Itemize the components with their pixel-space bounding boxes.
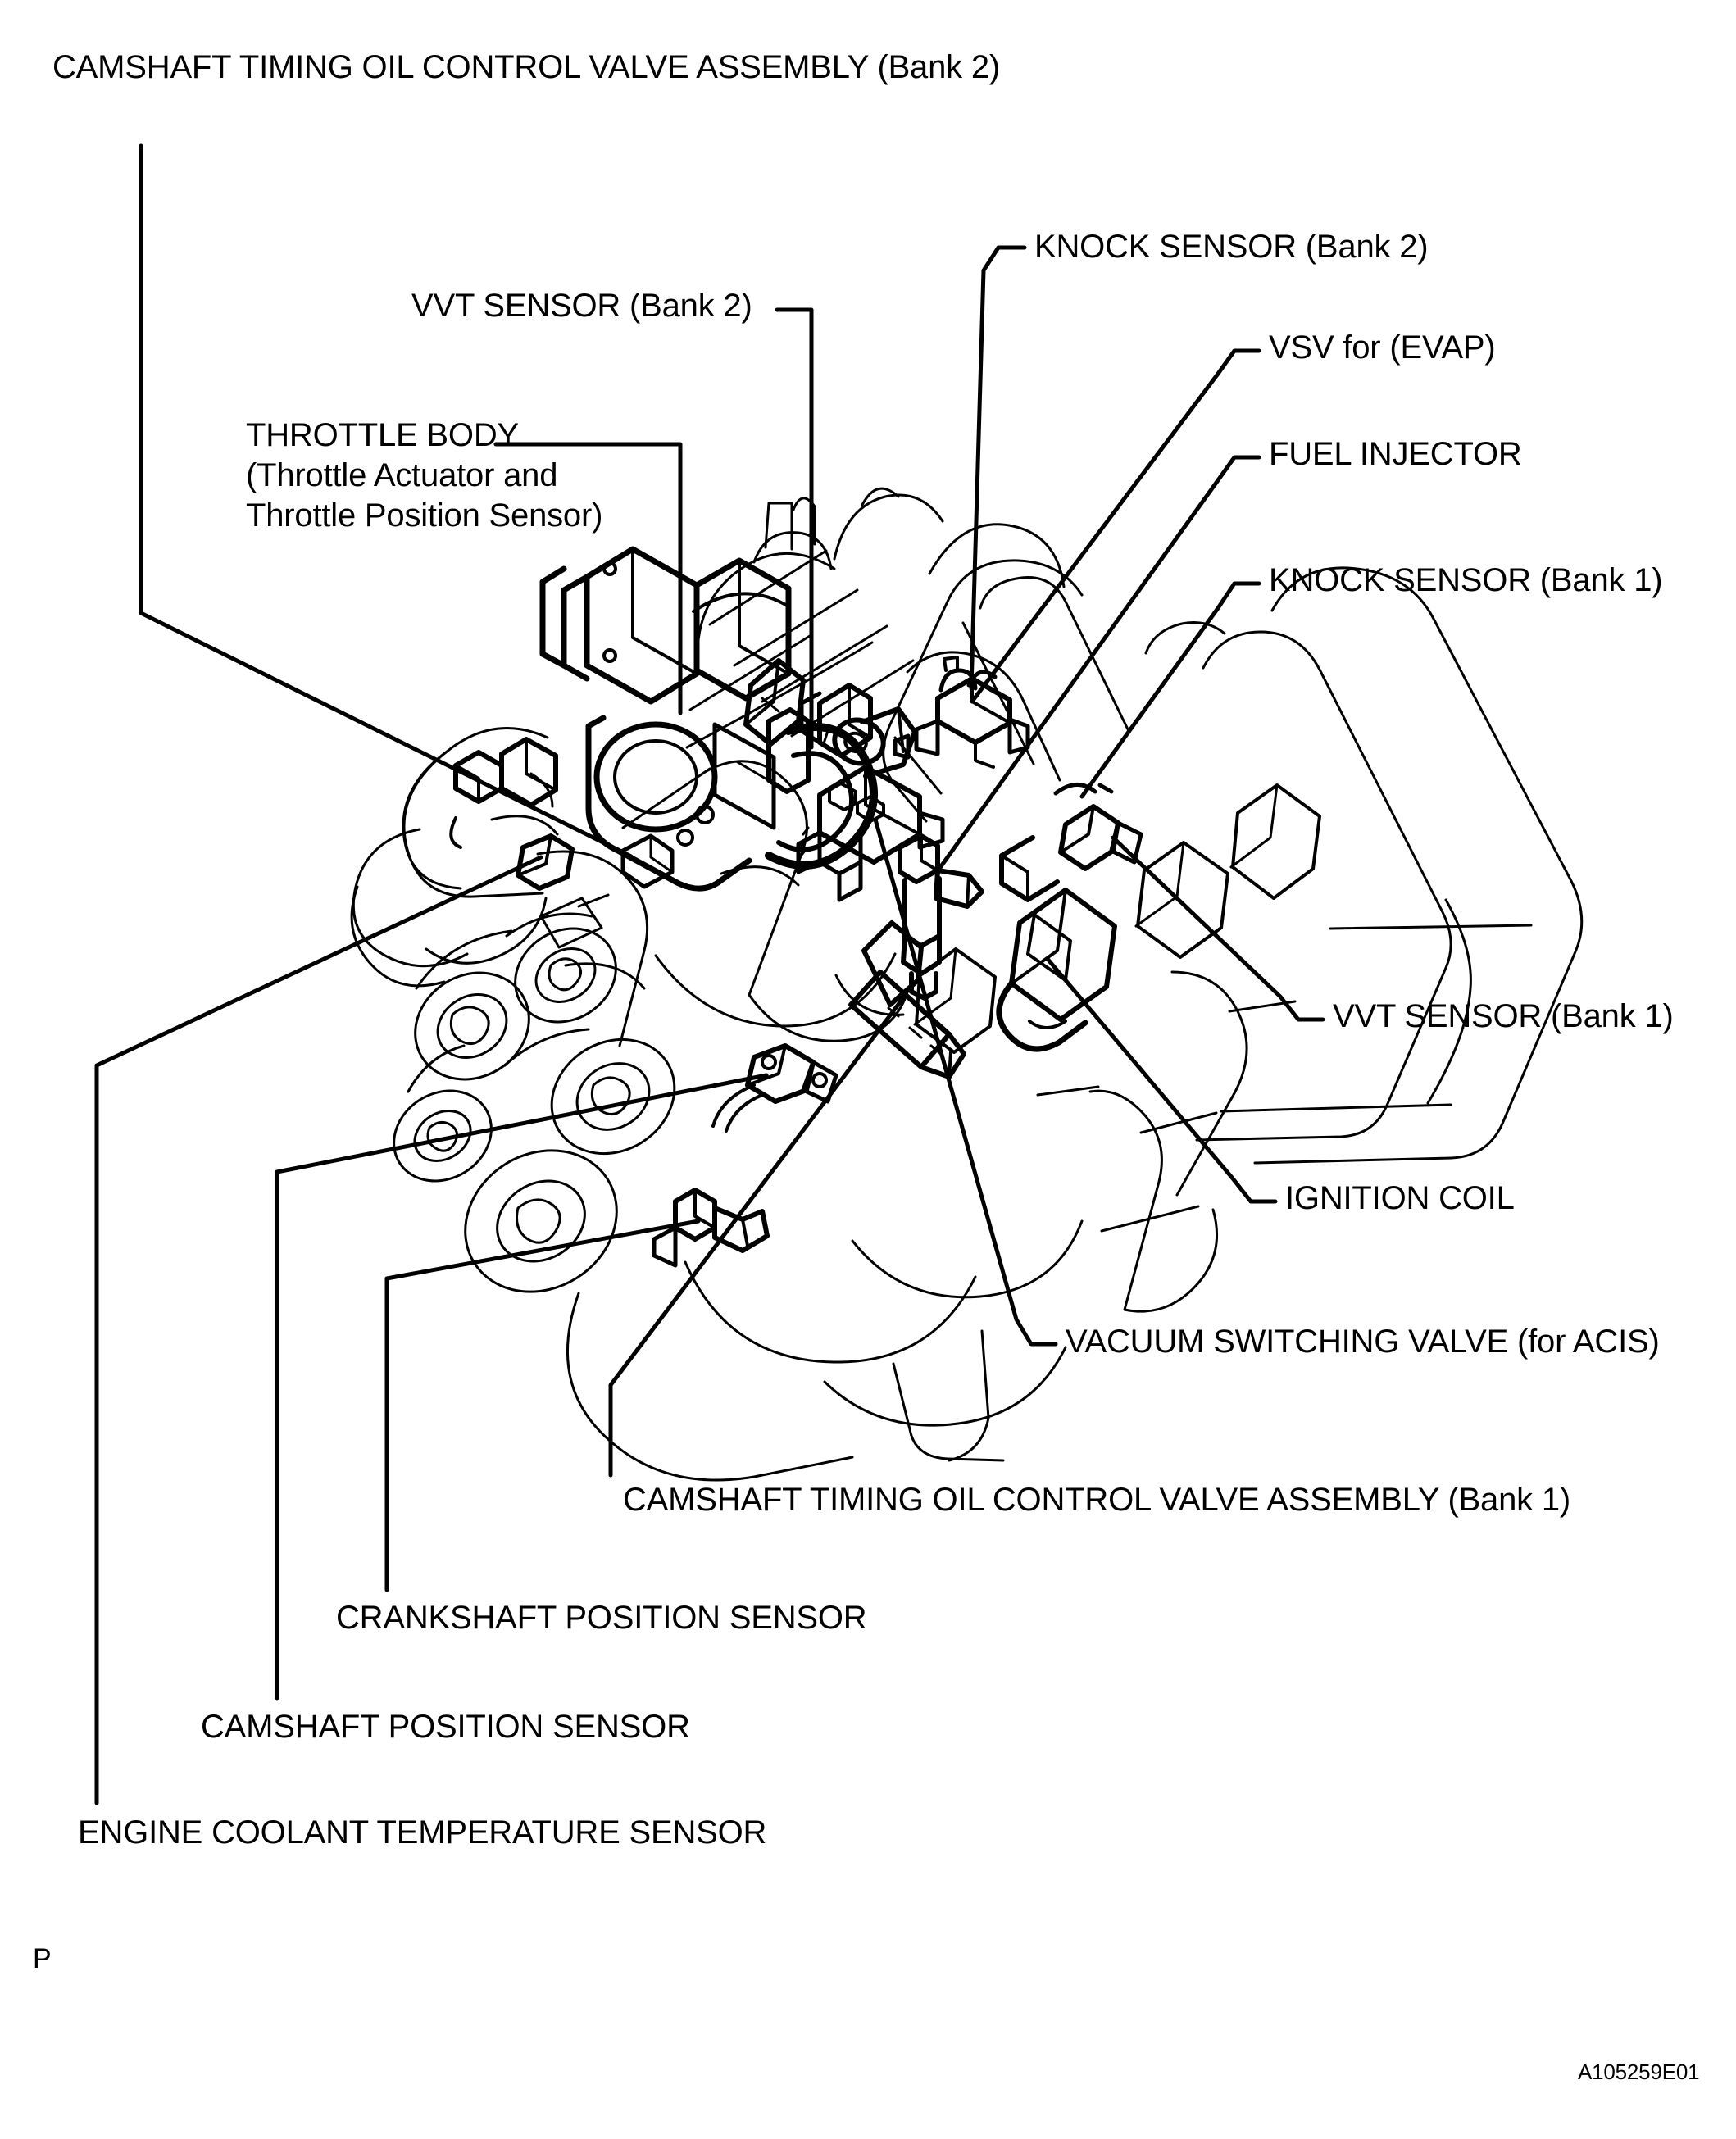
label-engine-coolant-temperature-sensor: ENGINE COOLANT TEMPERATURE SENSOR xyxy=(78,1814,767,1851)
leader-vsv-acis xyxy=(873,817,1058,1347)
leader-fuel-injector xyxy=(937,455,1261,871)
label-knock-sensor-bank2: KNOCK SENSOR (Bank 2) xyxy=(1034,229,1429,265)
leader-knock-b1 xyxy=(1079,581,1261,799)
label-crankshaft-position-sensor: CRANKSHAFT POSITION SENSOR xyxy=(336,1600,867,1636)
label-camshaft-timing-oil-control-valve-bank2: CAMSHAFT TIMING OIL CONTROL VALVE ASSEMB… xyxy=(52,49,1001,85)
leader-vvt-b1 xyxy=(1111,835,1325,1022)
fuel-injector-part xyxy=(898,833,984,1001)
upper-bracket xyxy=(743,658,806,747)
drawing-code: A105259E01 xyxy=(1578,2060,1700,2084)
vvt-sensor-bank1-part xyxy=(999,804,1143,902)
label-knock-sensor-bank1: KNOCK SENSOR (Bank 1) xyxy=(1269,562,1663,598)
leader-crank xyxy=(384,1219,701,1592)
left-head-sensor xyxy=(449,737,558,849)
leader-cam-pos xyxy=(275,1073,769,1701)
ignition-coil-parts xyxy=(913,783,1321,1054)
label-throttle-body-line2: (Throttle Actuator and xyxy=(246,456,558,493)
label-ignition-coil: IGNITION COIL xyxy=(1285,1180,1515,1216)
leader-vvt-b2 xyxy=(775,307,814,750)
label-fuel-injector: FUEL INJECTOR xyxy=(1269,436,1522,472)
page-marker: P xyxy=(33,1943,52,1974)
cam-position-sensor-part xyxy=(711,1043,838,1133)
leader-coolant xyxy=(94,855,543,1805)
left-bracket xyxy=(620,833,675,889)
coolant-temp-sensor-part xyxy=(516,833,575,891)
label-camshaft-position-sensor: CAMSHAFT POSITION SENSOR xyxy=(201,1709,690,1745)
label-vsv-for-evap: VSV for (EVAP) xyxy=(1269,329,1496,366)
leader-lines xyxy=(94,143,1325,1805)
label-throttle-body-line1: THROTTLE BODY xyxy=(246,417,519,453)
knock-sensor-bank1-part xyxy=(1053,783,1114,796)
leader-knock-b2 xyxy=(969,245,1027,691)
label-vacuum-switching-valve-acis: VACUUM SWITCHING VALVE (for ACIS) xyxy=(1066,1324,1660,1360)
leader-ignition-coil xyxy=(1045,956,1278,1204)
leader-cam-b1 xyxy=(608,993,907,1478)
leader-vsv-evap xyxy=(970,348,1261,704)
vsv-acis-part xyxy=(796,765,945,902)
crank-position-sensor-part xyxy=(652,1188,770,1268)
pulleys xyxy=(393,927,676,1293)
label-vvt-sensor-bank1: VVT SENSOR (Bank 1) xyxy=(1333,998,1674,1034)
sensor-components xyxy=(449,546,1321,1268)
label-throttle-body-line3: Throttle Position Sensor) xyxy=(246,497,603,534)
label-vvt-sensor-bank2: VVT SENSOR (Bank 2) xyxy=(411,288,752,324)
leader-cam-b2 xyxy=(139,143,634,859)
leader-throttle xyxy=(493,442,683,715)
label-camshaft-timing-oil-control-valve-bank1: CAMSHAFT TIMING OIL CONTROL VALVE ASSEMB… xyxy=(623,1482,1571,1518)
label-throttle-body: THROTTLE BODY (Throttle Actuator and Thr… xyxy=(246,416,602,535)
